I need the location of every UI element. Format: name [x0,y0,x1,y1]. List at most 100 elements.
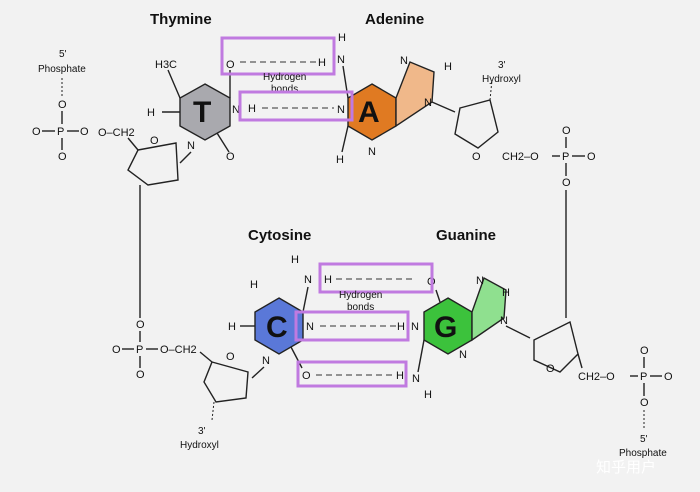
hydroxyl-label-top: Hydroxyl [482,74,521,85]
hbond3-h: H [324,274,332,286]
guanine-letter: G [434,311,457,344]
cytosine-co-bond [290,346,303,369]
hbond5-h: H [396,370,404,382]
methyl-group: H3C [155,59,177,71]
cytosine-amine-bond [302,286,309,313]
ch2-link-top-left [127,137,139,151]
guanine-sugar-link [505,325,531,339]
bonds-label-top: bonds [271,84,298,95]
adenine-letter: A [358,96,380,129]
guanine-h-bottom: H [424,389,432,401]
thymine-co2-bond [216,132,230,153]
thymine-n-bottom: N [187,140,195,152]
thymine-h: H [147,107,155,119]
guanine-n9: N [500,315,508,327]
guanine-n1: N [411,321,419,333]
hbond4-h: H [397,321,405,333]
hbond-highlight-5 [296,360,408,388]
cytosine-title: Cytosine [248,227,311,244]
ch2-link-bottom-left [199,351,213,363]
p3-p: P [136,344,143,356]
p4-o-bottom: O [640,397,649,409]
phosphate-num-top: 5' [59,49,67,60]
p2-p: P [562,151,569,163]
ch2-o-top-right: CH2–O [502,151,539,163]
adenine-title: Adenine [365,11,424,28]
phosphate-label-bottom: Phosphate [619,448,667,459]
ch2-o-bottom-right: CH2–O [578,371,615,383]
cytosine-n3: N [306,321,314,333]
hbond2-h: H [248,103,256,115]
hydroxyl-label-bottom: Hydroxyl [180,440,219,451]
methyl-bond [167,69,181,99]
p1-o-top: O [58,99,67,111]
guanine-n7: N [476,275,484,287]
thymine-n: N [232,104,240,116]
thymine-title: Thymine [150,11,212,28]
p1-o-right: O [80,126,89,138]
sugar-o-bottom-left: O [226,351,235,363]
hydroxyl-num-top: 3' [498,60,506,71]
cytosine-n1: N [262,355,270,367]
adenine-sugar-link [431,101,456,113]
sugar-o-top-left: O [150,135,159,147]
adenine-n-amine: N [337,54,345,66]
sugar-o-bottom-right: O [546,363,555,375]
adenine-n9: N [424,97,432,109]
guanine-amine-bond [417,339,425,373]
thymine-o-top: O [226,59,235,71]
adenine-n-five: N [400,55,408,67]
thymine-letter: T [193,96,211,129]
sugar-ring-bottom-left [203,361,249,403]
guanine-title: Guanine [436,227,496,244]
hydrogen-label-top: Hydrogen [263,72,306,83]
cytosine-h-upper: H [250,279,258,291]
guanine-n-amine: N [412,373,420,385]
p1-o-left: O [32,126,41,138]
adenine-h-top: H [338,32,346,44]
p4-o-top: O [640,345,649,357]
thymine-sugar-link [179,151,192,164]
ch2-link-bottom-right [577,353,583,369]
bonds-label-bottom: bonds [347,302,374,313]
cytosine-letter: C [266,311,288,344]
cytosine-sugar-link [251,366,265,379]
hbond-highlight-1 [220,36,336,76]
cytosine-h-left: H [228,321,236,333]
p4-p: P [640,371,647,383]
watermark: 知乎用户 [596,458,656,476]
hydroxyl-dots-bottom [211,401,215,421]
p1-o-bottom: O [58,151,67,163]
hydroxyl-num-bottom: 3' [198,426,206,437]
hbond-highlight-4 [294,310,410,342]
p1-p: P [57,126,64,138]
adenine-h-bond [341,125,349,153]
thymine-o-bottom: O [226,151,235,163]
p3-o-top: O [136,319,145,331]
guanine-h-right: H [502,287,510,299]
hbond-highlight-3 [318,262,434,294]
hbond-highlight-2 [238,90,354,122]
adenine-h-right: H [444,61,452,73]
sugar-ring-top-right [454,99,499,149]
adenine-n-bottom: N [368,146,376,158]
o-ch2-bottom-left: O–CH2 [160,344,197,356]
cytosine-h-top: H [291,254,299,266]
adenine-h-bottom: H [336,154,344,166]
guanine-five-ring [471,276,507,342]
p2-o-bottom: O [562,177,571,189]
phosphate-num-bottom: 5' [640,434,648,445]
cytosine-n-amine: N [304,274,312,286]
p2-o-right: O [587,151,596,163]
phosphate-label-top: Phosphate [38,64,86,75]
guanine-n3: N [459,349,467,361]
sugar-ring-bottom-right [533,320,579,373]
cytosine-o-bottom: O [302,370,311,382]
p2-o-top: O [562,125,571,137]
p3-o-left: O [112,344,121,356]
o-ch2-top-left: O–CH2 [98,127,135,139]
p3-o-bottom: O [136,369,145,381]
sugar-o-top-right: O [472,151,481,163]
